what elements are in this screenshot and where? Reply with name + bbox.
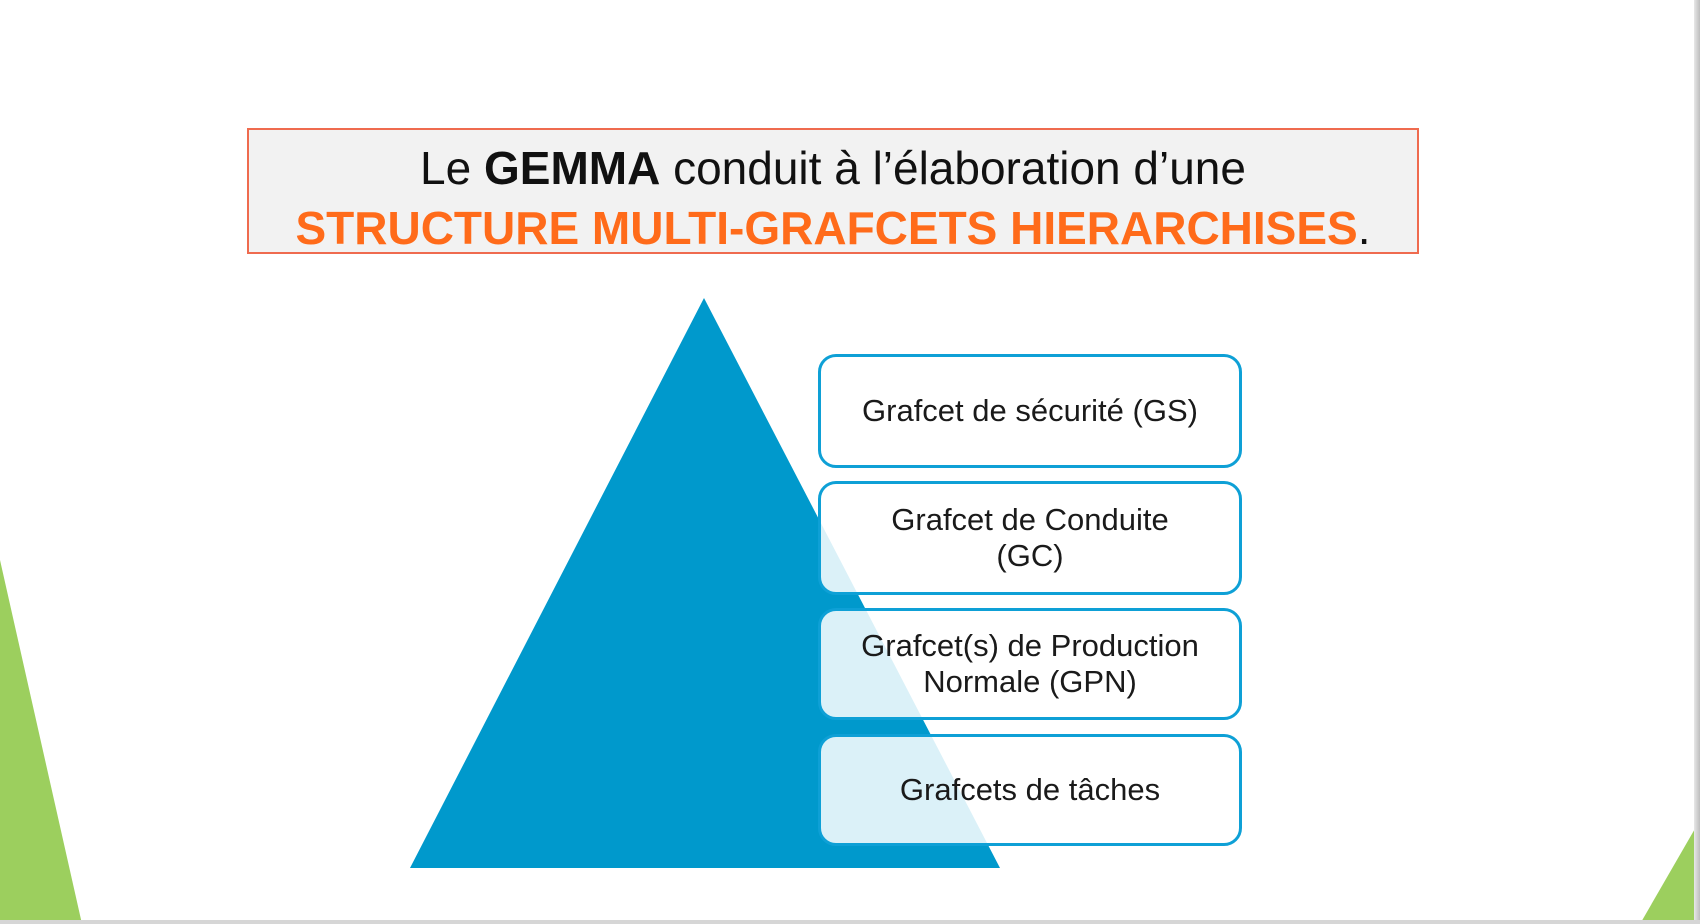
level-gc-label: Grafcet de Conduite (GC) [891, 502, 1169, 573]
title-accent: STRUCTURE MULTI-GRAFCETS HIERARCHISES [295, 202, 1358, 254]
pyramid-triangle [410, 298, 1000, 868]
slide-right-edge [1694, 0, 1700, 924]
title-line-1: Le GEMMA conduit à l’élaboration d’une [249, 140, 1417, 196]
level-taches-label: Grafcets de tâches [899, 772, 1161, 807]
title-period: . [1357, 202, 1371, 254]
title-prefix: Le [420, 142, 484, 194]
level-taches-box: Grafcets de tâches [818, 734, 1242, 846]
level-gs-box: Grafcet de sécurité (GS) [818, 354, 1242, 468]
level-gpn-label: Grafcet(s) de Production Normale (GPN) [861, 628, 1199, 699]
left-green-shape [0, 560, 82, 924]
level-gpn-box: Grafcet(s) de Production Normale (GPN) [818, 608, 1242, 720]
right-green-shape [1640, 820, 1700, 924]
title-box: Le GEMMA conduit à l’élaboration d’une S… [247, 128, 1419, 254]
title-line-2: STRUCTURE MULTI-GRAFCETS HIERARCHISES. [249, 200, 1417, 256]
title-suffix: conduit à l’élaboration d’une [660, 142, 1246, 194]
level-gc-box: Grafcet de Conduite (GC) [818, 481, 1242, 595]
title-gemma: GEMMA [483, 142, 661, 194]
level-gs-label: Grafcet de sécurité (GS) [862, 393, 1198, 428]
slide-bottom-edge [0, 920, 1700, 924]
